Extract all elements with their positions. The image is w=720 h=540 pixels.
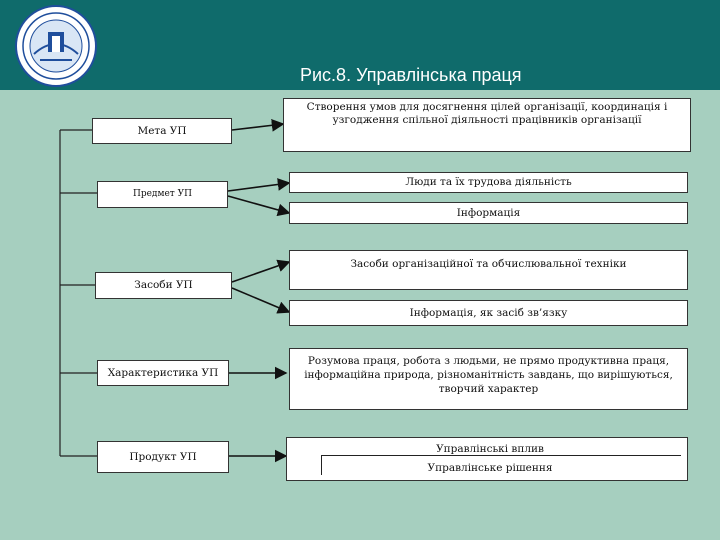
product-box: Продукт УП <box>97 441 229 473</box>
slide-header: Рис.8. Управлінська праця <box>0 0 720 90</box>
management-decision-text: Управлінське рішення <box>427 462 553 474</box>
page-title: Рис.8. Управлінська праця <box>300 65 522 85</box>
product-divider <box>321 455 681 456</box>
people-box: Люди та їх трудова діяльність <box>289 172 688 193</box>
office-technology-box: Засоби організаційної та обчислювальної … <box>289 250 688 290</box>
subject-box: Предмет УП <box>97 181 228 208</box>
goal-box: Мета УП <box>92 118 232 144</box>
product-divider-tick <box>321 455 322 475</box>
university-seal-icon <box>15 5 97 87</box>
goal-description-box: Створення умов для досягнення цілей орга… <box>283 98 691 152</box>
characteristic-box: Характеристика УП <box>97 360 229 386</box>
work-character-box: Розумова праця, робота з людьми, не прям… <box>289 348 688 410</box>
management-influence-text: Управлінські вплив <box>436 443 544 455</box>
communication-info-box: Інформація, як засіб зв’язку <box>289 300 688 326</box>
product-result-box <box>286 437 688 481</box>
means-box: Засоби УП <box>95 272 232 299</box>
information-box: Інформація <box>289 202 688 224</box>
